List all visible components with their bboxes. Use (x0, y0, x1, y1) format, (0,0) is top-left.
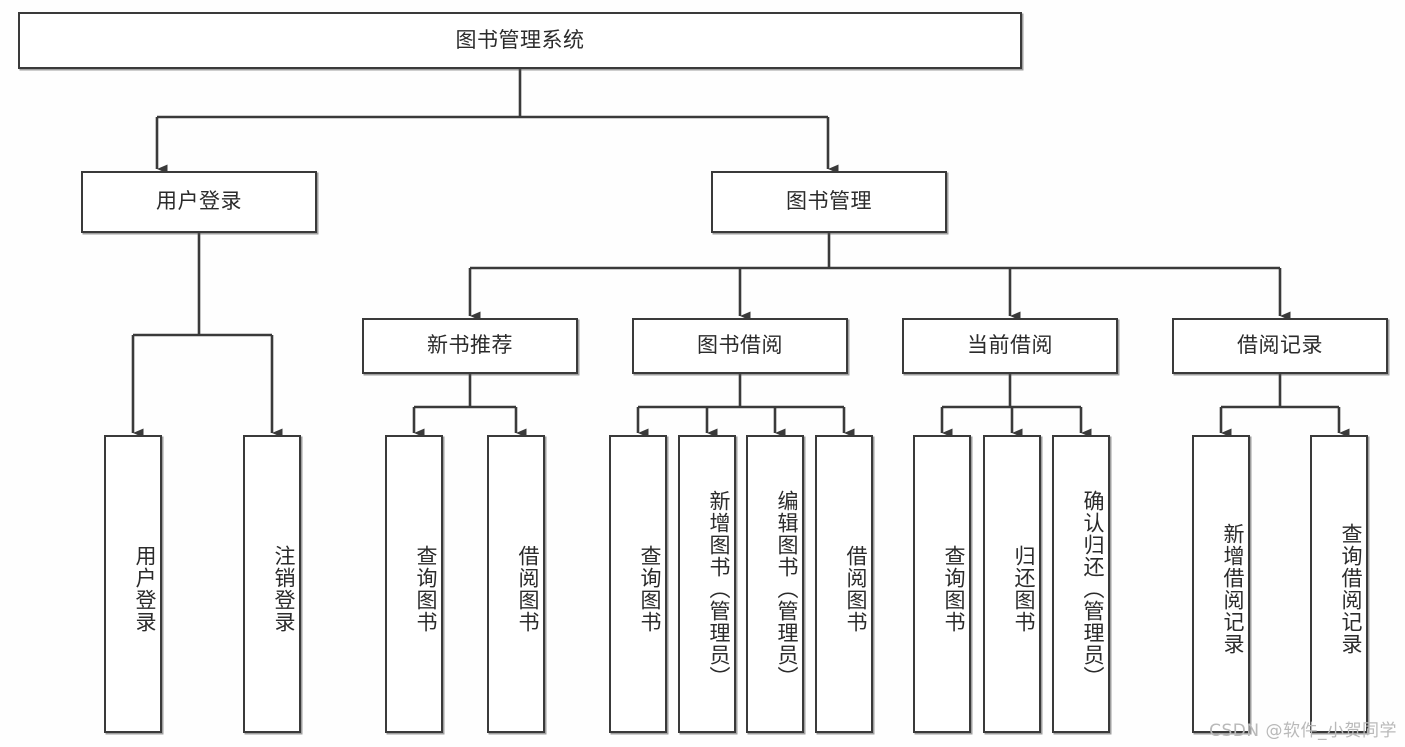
leaf-label: 查询图书 (942, 545, 966, 633)
leaf-label: 新增图书（管理员） (707, 490, 731, 688)
node-leaf-query-borrow-record[interactable]: 查询借阅记录 (1310, 435, 1368, 733)
leaf-label: 新增借阅记录 (1221, 523, 1245, 655)
leaf-label: 查询图书 (414, 545, 438, 633)
node-user-login[interactable]: 用户登录 (81, 171, 317, 233)
node-root[interactable]: 图书管理系统 (18, 12, 1022, 69)
node-book-manage[interactable]: 图书管理 (711, 171, 947, 233)
node-leaf-user-login[interactable]: 用户登录 (104, 435, 162, 733)
leaf-label: 确认归还（管理员） (1081, 490, 1105, 688)
leaf-label: 编辑图书（管理员） (775, 490, 799, 688)
leaf-label: 用户登录 (133, 545, 157, 633)
leaf-label: 借阅图书 (844, 545, 868, 633)
leaf-label: 借阅图书 (516, 545, 540, 633)
leaf-label: 归还图书 (1012, 545, 1036, 633)
node-leaf-borrow-book[interactable]: 借阅图书 (815, 435, 873, 733)
node-leaf-add-book[interactable]: 新增图书（管理员） (678, 435, 736, 733)
node-leaf-edit-book[interactable]: 编辑图书（管理员） (746, 435, 804, 733)
node-leaf-query-book-current[interactable]: 查询图书 (913, 435, 971, 733)
node-leaf-return-book[interactable]: 归还图书 (983, 435, 1041, 733)
node-leaf-borrow-book-recommend[interactable]: 借阅图书 (487, 435, 545, 733)
node-leaf-query-book-borrow[interactable]: 查询图书 (609, 435, 667, 733)
node-new-book-recommend[interactable]: 新书推荐 (362, 318, 578, 374)
leaf-label: 查询图书 (638, 545, 662, 633)
leaf-label: 注销登录 (272, 545, 296, 633)
node-leaf-logout[interactable]: 注销登录 (243, 435, 301, 733)
leaf-label: 查询借阅记录 (1339, 523, 1363, 655)
node-leaf-add-borrow-record[interactable]: 新增借阅记录 (1192, 435, 1250, 733)
node-book-borrow[interactable]: 图书借阅 (632, 318, 848, 374)
node-leaf-confirm-return[interactable]: 确认归还（管理员） (1052, 435, 1110, 733)
node-borrow-record[interactable]: 借阅记录 (1172, 318, 1388, 374)
node-leaf-query-book-recommend[interactable]: 查询图书 (385, 435, 443, 733)
node-current-borrow[interactable]: 当前借阅 (902, 318, 1118, 374)
